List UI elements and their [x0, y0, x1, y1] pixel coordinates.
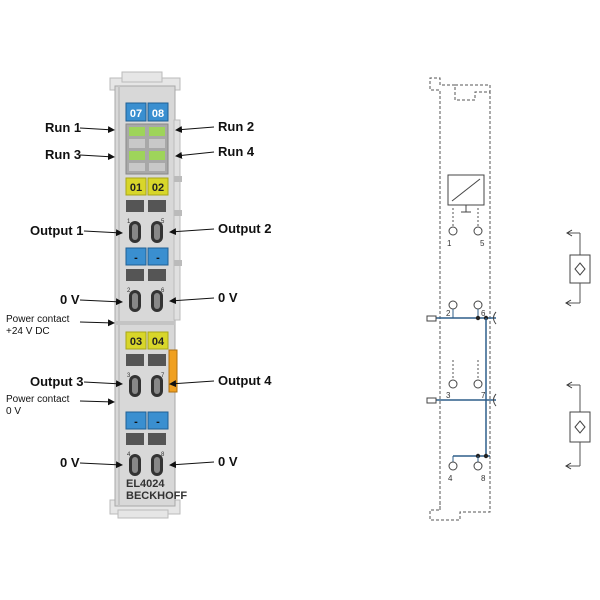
schem-pin-5: 5	[480, 239, 485, 248]
led-run2	[149, 127, 165, 136]
tag-02	[147, 177, 169, 196]
label-run2: Run 2	[218, 119, 254, 134]
tag-07	[125, 102, 147, 122]
orange-marker	[168, 349, 178, 393]
tag-dash-2: -	[156, 252, 160, 264]
tag-04-label: 04	[152, 336, 165, 348]
module-pin-1: 1	[127, 219, 131, 225]
left-callouts: Run 1 Run 3 Output 1 0 V Power contact +…	[6, 120, 123, 470]
label-run4: Run 4	[218, 144, 255, 159]
led-run3	[129, 151, 145, 160]
wiring-schematic	[426, 77, 497, 521]
schem-pin-4: 4	[448, 474, 453, 483]
led-run4	[149, 151, 165, 160]
schematic-pin-labels: 1 5 2 6 3 7 4 8	[446, 239, 486, 483]
tag-dash-1: -	[134, 252, 138, 264]
label-output3: Output 3	[30, 374, 83, 389]
module-pin-6: 6	[161, 288, 165, 294]
brand-logo: BECKHOFF	[126, 490, 187, 502]
module-pin-2: 2	[127, 288, 131, 294]
module-pin-7: 7	[161, 373, 165, 379]
tag-01	[125, 177, 147, 196]
module-pin-4: 4	[127, 452, 131, 458]
label-output1: Output 1	[30, 223, 83, 238]
module-pin-5: 5	[161, 219, 165, 225]
label-power-24v-1: Power contact	[6, 314, 70, 325]
label-run1: Run 1	[45, 120, 81, 135]
schem-pin-3: 3	[446, 391, 451, 400]
tag-03	[125, 331, 147, 350]
schem-pin-1: 1	[447, 239, 452, 248]
schem-pin-8: 8	[481, 474, 486, 483]
model-label: EL4024	[126, 478, 165, 490]
tag-03-label: 03	[130, 336, 142, 348]
label-0v-bottom-right: 0 V	[218, 454, 238, 469]
schematic-outline	[429, 77, 491, 521]
tag-07-label: 07	[130, 108, 142, 120]
led-run1	[129, 127, 145, 136]
tag-01-label: 01	[130, 182, 142, 194]
label-output2: Output 2	[218, 221, 271, 236]
module-pin-3: 3	[127, 373, 131, 379]
schem-pin-7: 7	[481, 391, 486, 400]
label-run3: Run 3	[45, 147, 81, 162]
schem-pin-2: 2	[446, 309, 451, 318]
schem-pin-6: 6	[481, 309, 486, 318]
tag-08	[147, 102, 169, 122]
terminal-module: 07 08 01 02 1 5 - - 2 6	[109, 71, 187, 519]
label-output4: Output 4	[218, 373, 272, 388]
tag-dash-3: -	[134, 416, 138, 428]
load-symbol-top	[565, 229, 591, 307]
module-pin-8: 8	[161, 452, 165, 458]
tag-04	[147, 331, 169, 350]
label-power-0v-2: 0 V	[6, 406, 21, 417]
tag-02-label: 02	[152, 182, 164, 194]
label-power-0v-1: Power contact	[6, 394, 70, 405]
right-callouts: Run 2 Run 4 Output 2 0 V Output 4 0 V	[169, 119, 272, 469]
tag-08-label: 08	[152, 108, 164, 120]
tag-dash-4: -	[156, 416, 160, 428]
load-symbol-bottom	[565, 381, 591, 470]
label-0v-bottom-left: 0 V	[60, 455, 80, 470]
label-0v-top-left: 0 V	[60, 292, 80, 307]
label-power-24v-2: +24 V DC	[6, 326, 50, 337]
label-0v-top-right: 0 V	[218, 290, 238, 305]
